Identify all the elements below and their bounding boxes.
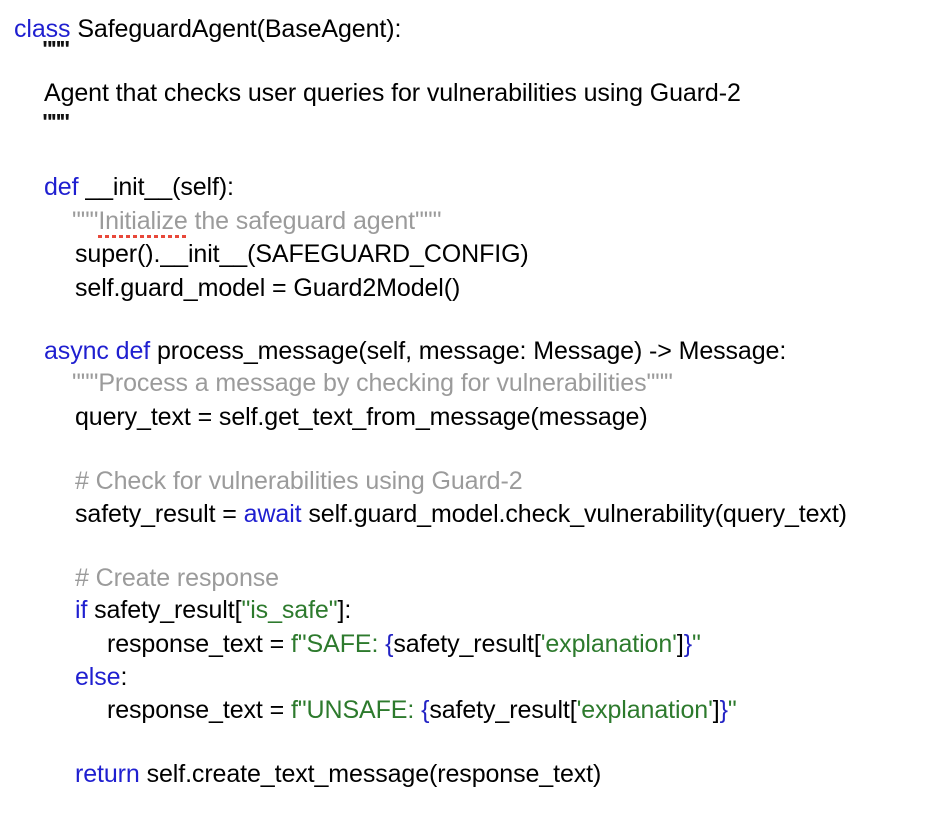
triple-quote-open: """	[42, 36, 70, 62]
check-vulnerability-call: self.guard_model.check_vulnerability(que…	[301, 500, 847, 528]
code-line-class-docstring-close: """	[42, 107, 70, 137]
keyword-def-async: def	[115, 337, 151, 365]
safety-result-assign-prefix: safety_result =	[75, 500, 244, 528]
super-init-call: super().__init__(SAFEGUARD_CONFIG)	[75, 240, 529, 268]
if-tail: ]:	[337, 596, 352, 624]
fstring-unsafe-expr-suffix: ]	[712, 696, 720, 724]
fstring-unsafe-expr-prefix: safety_result[	[429, 696, 577, 724]
keyword-class: class	[14, 15, 71, 43]
code-line-return-statement: return self.create_text_message(response…	[75, 759, 601, 789]
keyword-async: async	[44, 337, 109, 365]
keyword-def: def	[44, 173, 79, 201]
code-line-init-docstring: """Initialize the safeguard agent"""	[72, 206, 441, 236]
code-line-comment-create-response: # Create response	[75, 563, 279, 593]
init-signature: __init__(self):	[78, 173, 234, 201]
keyword-await: await	[243, 500, 302, 528]
comment-check-vulnerabilities: # Check for vulnerabilities using Guard-…	[75, 467, 523, 495]
else-colon: :	[120, 663, 128, 691]
keyword-else: else	[75, 663, 121, 691]
fstring-safe-expr-suffix: ]	[676, 630, 684, 658]
code-line-class-docstring-open: """	[42, 34, 70, 64]
code-line-response-text-unsafe: response_text = f"UNSAFE: {safety_result…	[107, 695, 737, 725]
fstring-safe-expr-prefix: safety_result[	[393, 630, 541, 658]
fstring-safe-head: f"SAFE:	[290, 630, 386, 658]
code-line-process-message-docstring: """Process a message by checking for vul…	[72, 368, 673, 398]
code-line-if-is-safe: if safety_result["is_safe"]:	[75, 595, 351, 625]
code-line-class-declaration: class SafeguardAgent(BaseAgent):	[14, 14, 401, 44]
docstring-remainder: the safeguard agent	[187, 207, 416, 235]
misspelled-word-initialize: Initialize	[98, 207, 188, 235]
fstring-unsafe-head: f"UNSAFE:	[290, 696, 422, 724]
code-line-guard-model-assign: self.guard_model = Guard2Model()	[75, 273, 460, 303]
fstring-unsafe-tail: "	[727, 696, 737, 724]
guard-model-assignment: self.guard_model = Guard2Model()	[75, 274, 461, 302]
process-message-signature: process_message(self, message: Message) …	[150, 337, 787, 365]
class-docstring-text: Agent that checks user queries for vulne…	[44, 79, 741, 107]
process-message-docstring: """Process a message by checking for vul…	[72, 369, 673, 397]
code-line-process-message-signature: async def process_message(self, message:…	[44, 336, 786, 366]
code-line-response-text-safe: response_text = f"SAFE: {safety_result['…	[107, 629, 701, 659]
query-text-assignment: query_text = self.get_text_from_message(…	[75, 403, 648, 431]
response-text-safe-prefix: response_text =	[107, 630, 291, 658]
code-line-comment-check-vulnerabilities: # Check for vulnerabilities using Guard-…	[75, 466, 523, 496]
if-subject: safety_result[	[87, 596, 242, 624]
comment-create-response: # Create response	[75, 564, 279, 592]
fstring-brace-close-safe: }	[683, 630, 692, 658]
string-explanation-unsafe: 'explanation'	[576, 696, 713, 724]
string-is-safe: "is_safe"	[241, 596, 338, 624]
code-line-else: else:	[75, 662, 127, 692]
triple-quote-close: """	[42, 109, 70, 135]
code-line-init-signature: def __init__(self):	[44, 172, 234, 202]
string-explanation-safe: 'explanation'	[540, 630, 677, 658]
code-line-super-init-call: super().__init__(SAFEGUARD_CONFIG)	[75, 239, 529, 269]
fstring-brace-open-safe: {	[385, 630, 394, 658]
keyword-return: return	[75, 760, 140, 788]
response-text-unsafe-prefix: response_text =	[107, 696, 291, 724]
code-line-safety-result-assign: safety_result = await self.guard_model.c…	[75, 499, 847, 529]
docstring-open-quotes: """	[72, 207, 99, 235]
code-line-class-docstring-body: Agent that checks user queries for vulne…	[44, 78, 741, 108]
fstring-brace-open-unsafe: {	[421, 696, 430, 724]
code-line-query-text-assign: query_text = self.get_text_from_message(…	[75, 402, 648, 432]
keyword-if: if	[75, 596, 88, 624]
fstring-brace-close-unsafe: }	[719, 696, 728, 724]
return-expression: self.create_text_message(response_text)	[139, 760, 602, 788]
class-signature: SafeguardAgent(BaseAgent):	[70, 15, 402, 43]
docstring-close-quotes: """	[415, 207, 442, 235]
fstring-safe-tail: "	[691, 630, 701, 658]
